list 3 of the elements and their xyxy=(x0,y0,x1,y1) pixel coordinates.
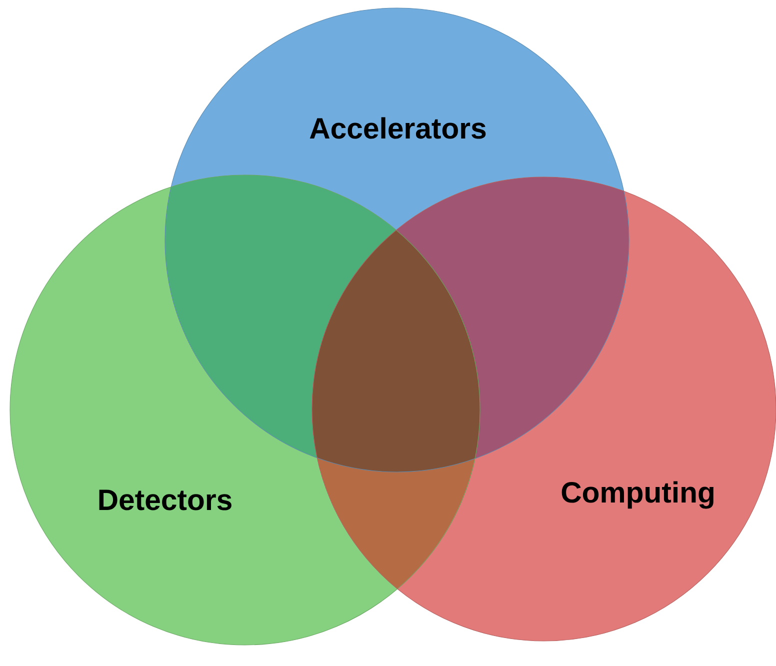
circle-label: Accelerators xyxy=(310,117,486,139)
circle-label: Computing xyxy=(562,481,714,509)
circle-label: Detectors xyxy=(99,490,232,510)
